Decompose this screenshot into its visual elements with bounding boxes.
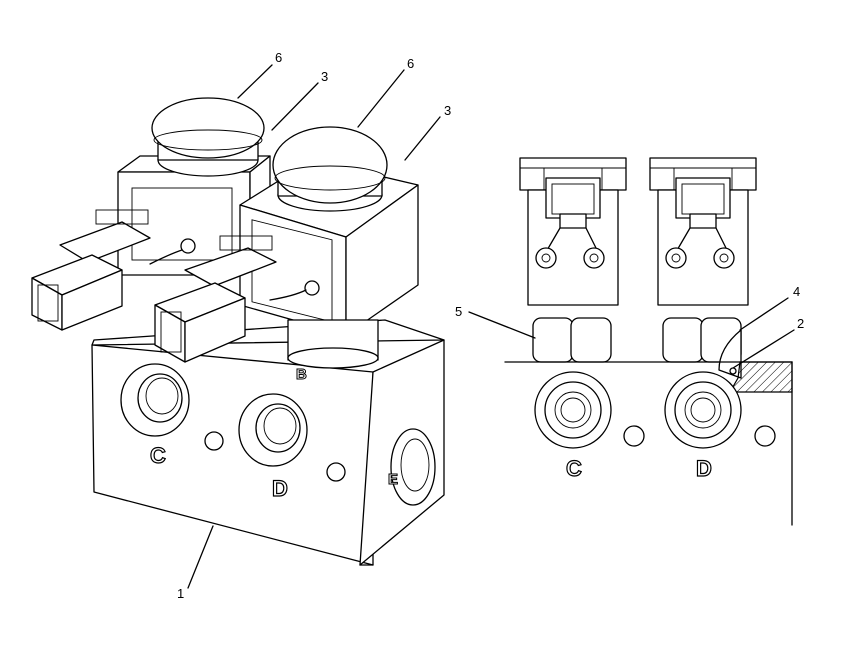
elevation-ports bbox=[534, 371, 776, 449]
port-label-c-right: C bbox=[566, 456, 582, 481]
knob-b bbox=[272, 126, 388, 212]
leader-line-6a bbox=[237, 64, 273, 99]
elevation-solenoid-left bbox=[519, 157, 627, 306]
isometric-assembly-view: C D B E 1 6 3 6 3 bbox=[31, 50, 451, 601]
port-label-e-left: E bbox=[388, 471, 398, 488]
leader-line-5 bbox=[468, 311, 536, 339]
callout-2: 2 bbox=[797, 316, 804, 331]
leader-line-3b bbox=[404, 116, 441, 161]
port-label-d-left: D bbox=[272, 476, 288, 501]
port-label-d-right: D bbox=[696, 456, 712, 481]
valve-stem-nut bbox=[287, 319, 379, 369]
electrical-connector-a bbox=[31, 209, 151, 331]
hex-nuts bbox=[532, 317, 742, 363]
elevation-body bbox=[504, 361, 793, 526]
section-hatch bbox=[728, 361, 793, 393]
valve-body bbox=[91, 319, 445, 566]
callout-4: 4 bbox=[793, 284, 800, 299]
callout-3a: 3 bbox=[321, 69, 328, 84]
leader-line-1 bbox=[187, 525, 214, 589]
callout-6b: 6 bbox=[407, 56, 414, 71]
elevation-section-view: C D 5 4 2 bbox=[455, 157, 804, 526]
callout-1: 1 bbox=[177, 586, 184, 601]
leader-line-2 bbox=[732, 329, 795, 369]
callout-5: 5 bbox=[455, 304, 462, 319]
leader-line-4 bbox=[739, 297, 789, 331]
electrical-connector-b bbox=[154, 235, 277, 363]
leader-line-6b bbox=[357, 69, 405, 128]
leader-line-3a bbox=[271, 82, 319, 131]
port-label-b-left: B bbox=[296, 366, 307, 383]
callout-3b: 3 bbox=[444, 103, 451, 118]
knob-a bbox=[151, 97, 265, 177]
port-label-c-left: C bbox=[150, 443, 166, 468]
callout-6a: 6 bbox=[275, 50, 282, 65]
elevation-solenoid-right bbox=[649, 157, 757, 306]
